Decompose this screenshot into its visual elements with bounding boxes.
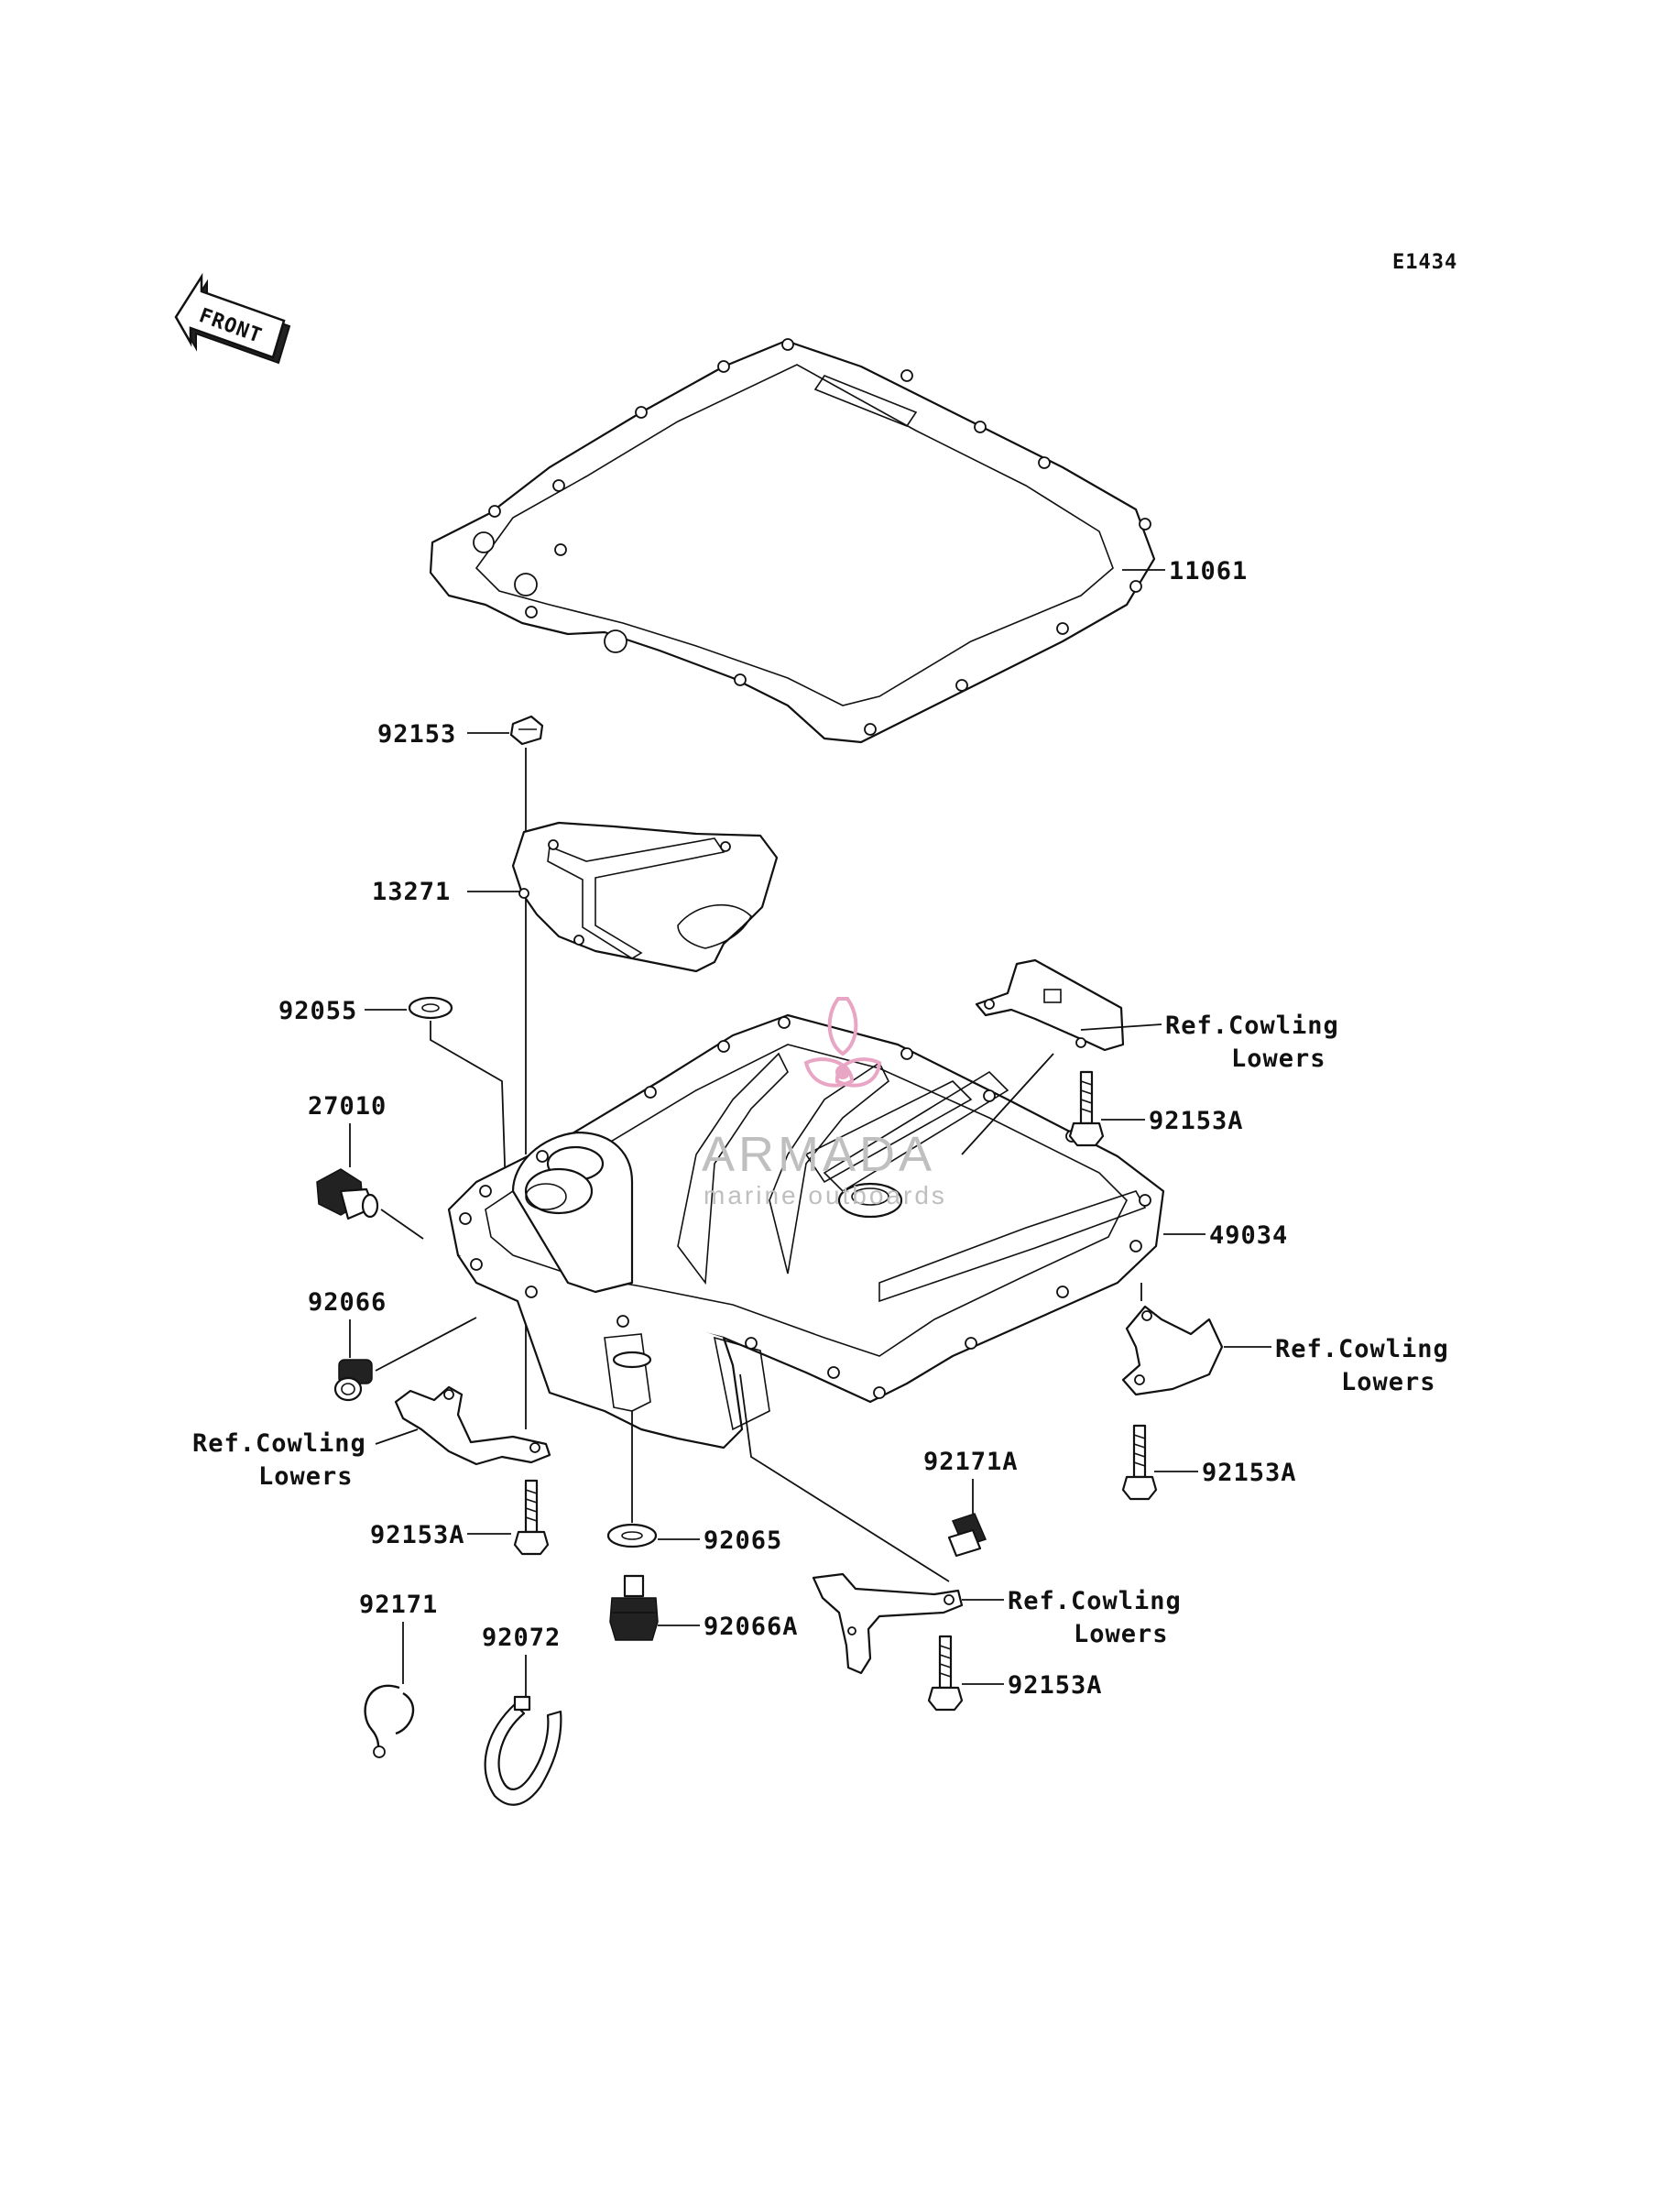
label-11061: 11061 bbox=[1169, 557, 1248, 585]
label-92153A-b: 92153A bbox=[1008, 1671, 1103, 1700]
ref-r3-line2: Lowers bbox=[258, 1462, 354, 1491]
oil-pan-gasket bbox=[429, 338, 1156, 744]
bracket-bottom bbox=[812, 1572, 964, 1675]
label-13271: 13271 bbox=[372, 878, 451, 906]
label-92171: 92171 bbox=[359, 1591, 438, 1619]
clamp-92171 bbox=[364, 1684, 415, 1758]
label-92055: 92055 bbox=[278, 997, 357, 1025]
label-49034: 49034 bbox=[1209, 1221, 1288, 1250]
ref-r3-line1: Ref.Cowling bbox=[192, 1429, 366, 1458]
label-92066A: 92066A bbox=[704, 1613, 799, 1641]
watermark-logo-icon bbox=[803, 997, 882, 1088]
label-92153A-r2: 92153A bbox=[1202, 1459, 1297, 1487]
ref-r2-line2: Lowers bbox=[1341, 1368, 1436, 1396]
bolt-92153A-right-1 bbox=[1068, 1070, 1105, 1147]
oil-pan-49034 bbox=[447, 1013, 1165, 1450]
label-92171A: 92171A bbox=[923, 1448, 1019, 1476]
label-92065: 92065 bbox=[704, 1526, 782, 1555]
bolt-92153A-bottom bbox=[927, 1635, 964, 1712]
watermark-tagline: marine outboards bbox=[704, 1181, 947, 1209]
bracket-right-lower bbox=[1121, 1305, 1224, 1396]
bracket-left bbox=[394, 1385, 551, 1466]
bracket-top-right bbox=[975, 958, 1125, 1052]
front-arrow-icon: FRONT bbox=[174, 272, 291, 365]
label-92153: 92153 bbox=[377, 720, 456, 749]
bolt-92153A-left bbox=[513, 1479, 550, 1556]
ref-r4-line1: Ref.Cowling bbox=[1008, 1587, 1182, 1615]
watermark-brand: ARMADA bbox=[702, 1127, 935, 1182]
ref-r4-line2: Lowers bbox=[1074, 1620, 1169, 1648]
ref-r1-line1: Ref.Cowling bbox=[1165, 1012, 1339, 1040]
plug-92066 bbox=[333, 1359, 373, 1402]
ref-r2-line1: Ref.Cowling bbox=[1275, 1335, 1449, 1363]
washer-92055 bbox=[408, 996, 453, 1020]
diagram-code: E1434 bbox=[1392, 251, 1457, 274]
baffle-plate-13271 bbox=[511, 821, 779, 973]
label-27010: 27010 bbox=[308, 1092, 387, 1121]
bolt-92153 bbox=[509, 715, 544, 746]
label-92153A-l: 92153A bbox=[370, 1521, 465, 1549]
strap-band-92072 bbox=[484, 1695, 562, 1806]
bolt-92153A-right-2 bbox=[1121, 1424, 1158, 1501]
label-92153A-r1: 92153A bbox=[1149, 1107, 1244, 1135]
drain-plug-92066A bbox=[609, 1574, 659, 1641]
watermark: ARMADA marine outboards bbox=[702, 997, 947, 1209]
washer-92065 bbox=[606, 1523, 658, 1548]
ref-r1-line2: Lowers bbox=[1231, 1045, 1326, 1073]
label-92066: 92066 bbox=[308, 1288, 387, 1317]
switch-27010 bbox=[316, 1168, 379, 1220]
label-92072: 92072 bbox=[482, 1624, 561, 1652]
clip-92171A bbox=[947, 1513, 987, 1558]
